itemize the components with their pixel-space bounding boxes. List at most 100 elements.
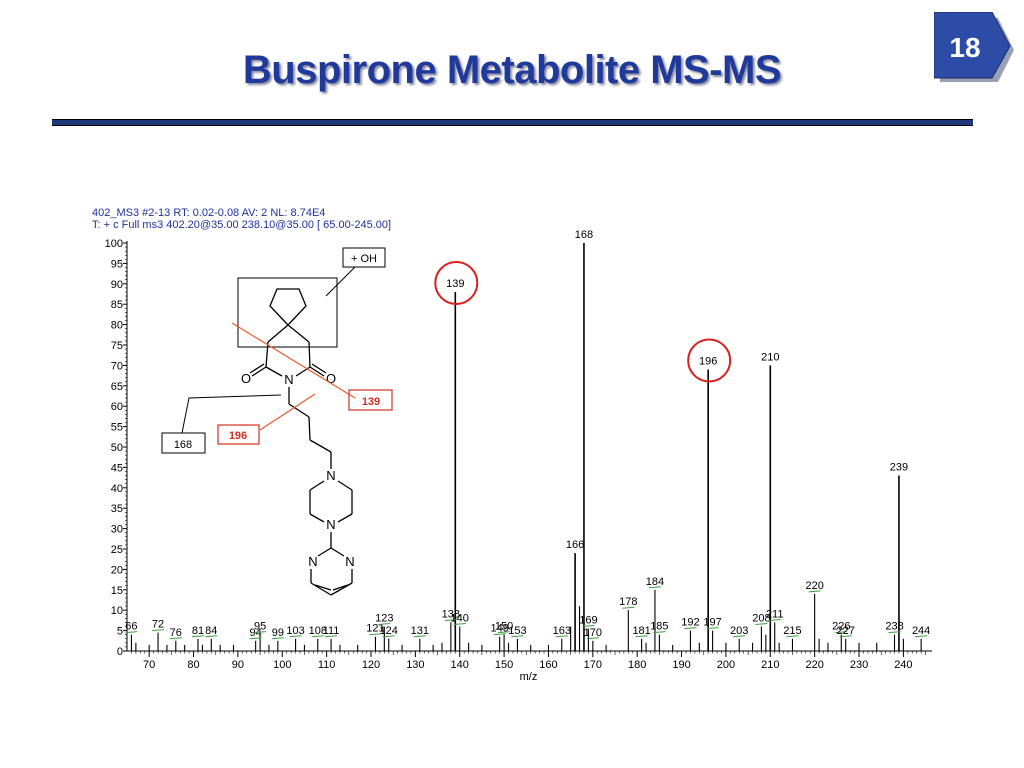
x-tick-label: 170 xyxy=(584,659,602,671)
peak-label: 150 xyxy=(495,621,513,633)
x-tick-label: 80 xyxy=(187,659,199,671)
peak-label: 103 xyxy=(286,625,304,637)
peak-label-marker xyxy=(169,637,182,640)
atom-n-imide: N xyxy=(284,372,293,387)
peak-label: 84 xyxy=(205,625,217,637)
cleavage-line-196 xyxy=(259,393,316,431)
atom-n-piperazine-top: N xyxy=(326,468,335,483)
title-divider xyxy=(52,119,973,126)
peak-label-marker xyxy=(325,635,338,638)
y-tick-label: 95 xyxy=(111,258,123,270)
peak-label-marker xyxy=(511,635,524,638)
peak-label: 131 xyxy=(411,625,429,637)
peak-label-marker xyxy=(839,635,852,638)
x-axis-label: m/z xyxy=(520,671,538,683)
y-tick-label: 60 xyxy=(111,401,123,413)
peak-label-marker xyxy=(555,635,568,638)
atom-o-right: O xyxy=(326,371,336,386)
atom-n-pyrimidine-right: N xyxy=(345,554,354,569)
peak-label: 211 xyxy=(766,608,784,620)
peak-label: 81 xyxy=(192,625,204,637)
slide-title: Buspirone Metabolite MS-MS xyxy=(242,48,782,92)
y-tick-label: 40 xyxy=(111,483,123,495)
peak-label: 178 xyxy=(619,596,637,608)
peak-highlight-circle xyxy=(434,260,479,305)
peak-label-marker xyxy=(915,635,928,638)
peak-label: 196 xyxy=(699,355,717,367)
peak-label-marker xyxy=(888,631,901,634)
peak-label-marker xyxy=(289,635,302,638)
fragment-196-label: 196 xyxy=(229,430,247,442)
fragment-196-box xyxy=(217,424,260,445)
peak-label: 166 xyxy=(566,539,584,551)
peak-label-marker xyxy=(271,637,284,640)
peak-label: 76 xyxy=(170,627,182,639)
cyclopentane-ring xyxy=(269,288,307,326)
peak-label-marker xyxy=(706,627,719,630)
spectrum-header-line2: T: + c Full ms3 402.20@35.00 238.10@35.0… xyxy=(92,219,392,231)
peak-label-marker xyxy=(653,631,666,634)
peak-label-marker xyxy=(369,633,382,636)
peak-label-marker xyxy=(125,631,138,634)
y-tick-label: 25 xyxy=(111,544,123,556)
peak-label: 138 xyxy=(442,608,460,620)
peak-label: 208 xyxy=(752,613,770,625)
peak-label-marker xyxy=(755,623,768,626)
peak-label: 95 xyxy=(254,621,266,633)
peak-label-marker xyxy=(382,635,395,638)
peak-label: 215 xyxy=(783,625,801,637)
peak-label: 66 xyxy=(125,621,137,633)
x-tick-label: 70 xyxy=(143,659,155,671)
x-tick-label: 230 xyxy=(850,659,868,671)
y-tick-label: 35 xyxy=(111,503,123,515)
peak-label: 185 xyxy=(650,621,668,633)
peak-label: 99 xyxy=(272,627,284,639)
peak-label: 226 xyxy=(832,621,850,633)
x-tick-label: 190 xyxy=(672,659,690,671)
peak-label: 108 xyxy=(309,625,327,637)
x-tick-label: 110 xyxy=(318,659,336,671)
peak-highlight-circle xyxy=(687,338,732,383)
x-tick-label: 140 xyxy=(451,659,469,671)
y-tick-label: 85 xyxy=(111,299,123,311)
y-tick-label: 50 xyxy=(111,442,123,454)
oh-label-box xyxy=(342,247,386,268)
peak-label-marker xyxy=(191,635,205,638)
peak-label: 239 xyxy=(890,462,908,474)
peak-label: 192 xyxy=(681,617,699,629)
peak-label: 123 xyxy=(375,613,393,625)
x-tick-label: 180 xyxy=(628,659,646,671)
peak-label-marker xyxy=(684,627,697,630)
peak-label-marker xyxy=(648,586,661,589)
y-tick-label: 45 xyxy=(111,462,123,474)
peak-label-marker xyxy=(768,618,781,621)
peak-label-marker xyxy=(786,635,799,638)
atom-n-piperazine-bottom: N xyxy=(326,517,335,532)
y-tick-label: 80 xyxy=(111,320,123,332)
peak-label: 111 xyxy=(323,625,340,637)
peak-label-marker xyxy=(835,631,848,634)
peak-label: 184 xyxy=(646,576,664,588)
peak-label: 72 xyxy=(152,619,164,631)
peak-label-marker xyxy=(493,633,506,636)
page-number: 18 xyxy=(949,32,980,63)
y-tick-label: 100 xyxy=(105,238,123,250)
peak-label-marker xyxy=(413,635,426,638)
y-tick-label: 90 xyxy=(111,279,123,291)
peak-label-marker xyxy=(586,637,599,640)
peak-label-marker xyxy=(622,606,635,609)
peak-label-marker xyxy=(733,635,746,638)
peak-label: 140 xyxy=(451,613,469,625)
spectrum-header-line1: 402_MS3 #2-13 RT: 0.02-0.08 AV: 2 NL: 8.… xyxy=(92,207,326,219)
oh-label: + OH xyxy=(351,253,377,265)
x-tick-label: 130 xyxy=(406,659,424,671)
x-tick-label: 210 xyxy=(761,659,779,671)
y-tick-label: 10 xyxy=(111,605,123,617)
fragment-139-label: 139 xyxy=(362,396,380,408)
peak-label-marker xyxy=(808,590,821,593)
buspirone-structure: + OH O O N N N xyxy=(161,247,393,596)
y-tick-label: 70 xyxy=(111,360,123,372)
peak-label-marker xyxy=(444,618,457,621)
peak-label-marker xyxy=(498,631,511,634)
